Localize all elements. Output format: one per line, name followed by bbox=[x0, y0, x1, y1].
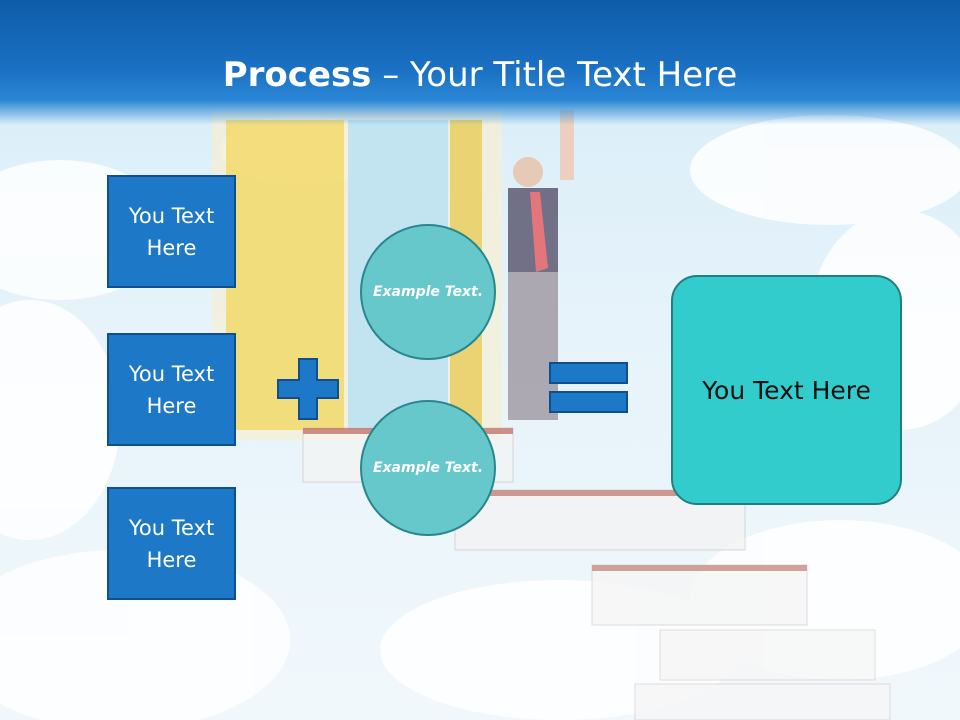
title-rest: – Your Title Text Here bbox=[371, 55, 738, 95]
example-circle-2[interactable]: Example Text. bbox=[360, 400, 496, 536]
title-bold: Process bbox=[222, 55, 372, 95]
equals-icon bbox=[549, 362, 628, 413]
example-circle-1[interactable]: Example Text. bbox=[360, 224, 496, 360]
result-box[interactable]: You Text Here bbox=[671, 275, 902, 505]
text-box-1[interactable]: You Text Here bbox=[107, 175, 236, 288]
plus-icon bbox=[277, 358, 339, 420]
text-box-2[interactable]: You Text Here bbox=[107, 333, 236, 446]
text-box-3[interactable]: You Text Here bbox=[107, 487, 236, 600]
slide-title: Process – Your Title Text Here bbox=[0, 54, 960, 96]
header-bar bbox=[0, 0, 960, 125]
